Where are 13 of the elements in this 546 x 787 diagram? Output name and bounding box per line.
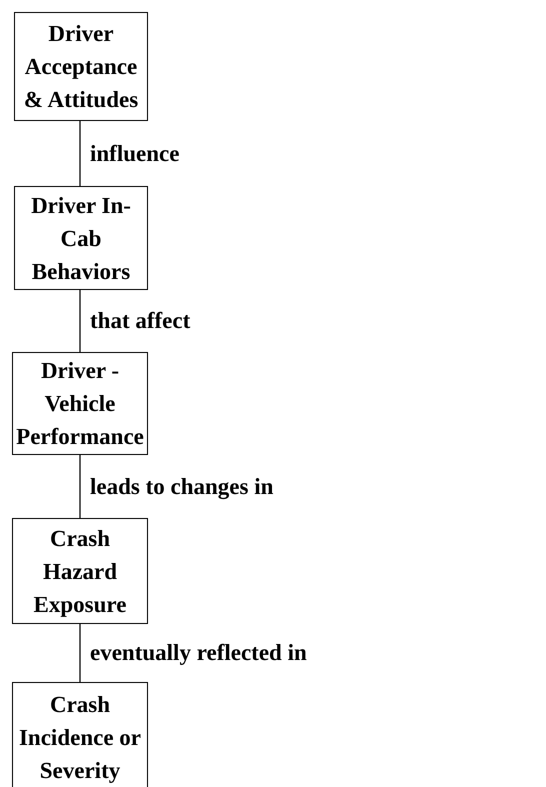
connector-line — [79, 455, 81, 518]
box-label: Crash Hazard Exposure — [32, 524, 128, 619]
connector-line — [79, 624, 81, 682]
box-label: Driver -Vehicle Performance — [16, 357, 144, 451]
process-box — [14, 186, 148, 290]
box-label: Crash Incidence or Severity — [18, 690, 142, 785]
process-box — [12, 518, 148, 624]
connector-line — [79, 121, 81, 186]
process-box — [12, 682, 148, 787]
box-label: Driver In-Cab Behaviors — [30, 192, 132, 286]
connector-line — [79, 290, 81, 352]
box-label: Driver Acceptance & Attitudes — [22, 20, 140, 114]
process-box — [14, 12, 148, 121]
